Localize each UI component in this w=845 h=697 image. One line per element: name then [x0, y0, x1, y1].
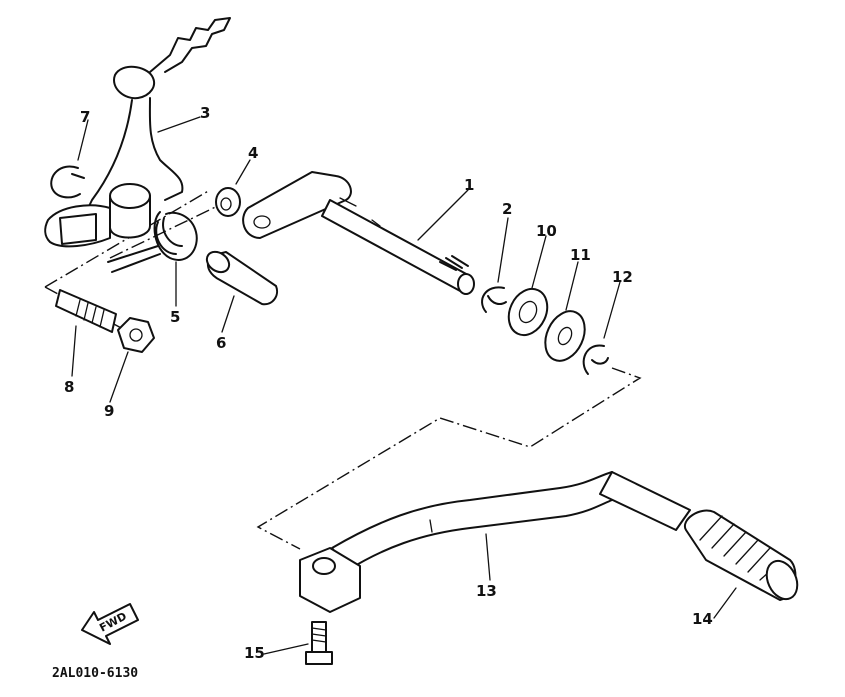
assembly-line-lower — [256, 367, 642, 550]
shift-shaft-part — [242, 171, 475, 295]
forward-arrow: FWD — [81, 603, 139, 645]
diagram-code: 2AL010-6130 — [52, 666, 138, 681]
oil-seal-part — [507, 287, 549, 337]
leader-lines — [71, 116, 737, 655]
part-number-5: 5 — [170, 308, 180, 326]
nut-9 — [117, 317, 155, 353]
part-number-6: 6 — [216, 334, 226, 352]
shift-arm-part — [44, 17, 231, 248]
bolt-15 — [305, 621, 333, 665]
washer-part — [544, 310, 586, 362]
torsion-spring-part — [107, 211, 198, 273]
part-number-9: 9 — [104, 402, 114, 420]
part-number-8: 8 — [64, 378, 74, 396]
part-number-12: 12 — [612, 268, 633, 286]
part-number-1: 1 — [464, 176, 474, 194]
part-number-11: 11 — [570, 246, 591, 264]
pin-part — [205, 250, 278, 306]
bolt-8 — [55, 289, 117, 333]
part-number-7: 7 — [80, 108, 90, 126]
part-number-14: 14 — [692, 610, 713, 628]
pedal-rubber-part — [683, 509, 799, 601]
part-number-2: 2 — [502, 200, 512, 218]
part-number-4: 4 — [248, 144, 258, 162]
part-number-3: 3 — [200, 104, 210, 122]
part-number-13: 13 — [476, 582, 497, 600]
shift-pedal-part — [299, 471, 691, 613]
part-number-15: 15 — [244, 644, 265, 662]
circlip-12 — [582, 344, 609, 375]
circlip-7 — [50, 165, 85, 199]
circlip-2 — [481, 286, 507, 313]
collar-part — [215, 187, 241, 217]
part-numbers: 1 2 3 4 5 6 7 8 9 10 11 12 13 14 15 — [64, 104, 713, 662]
part-number-10: 10 — [536, 222, 557, 240]
